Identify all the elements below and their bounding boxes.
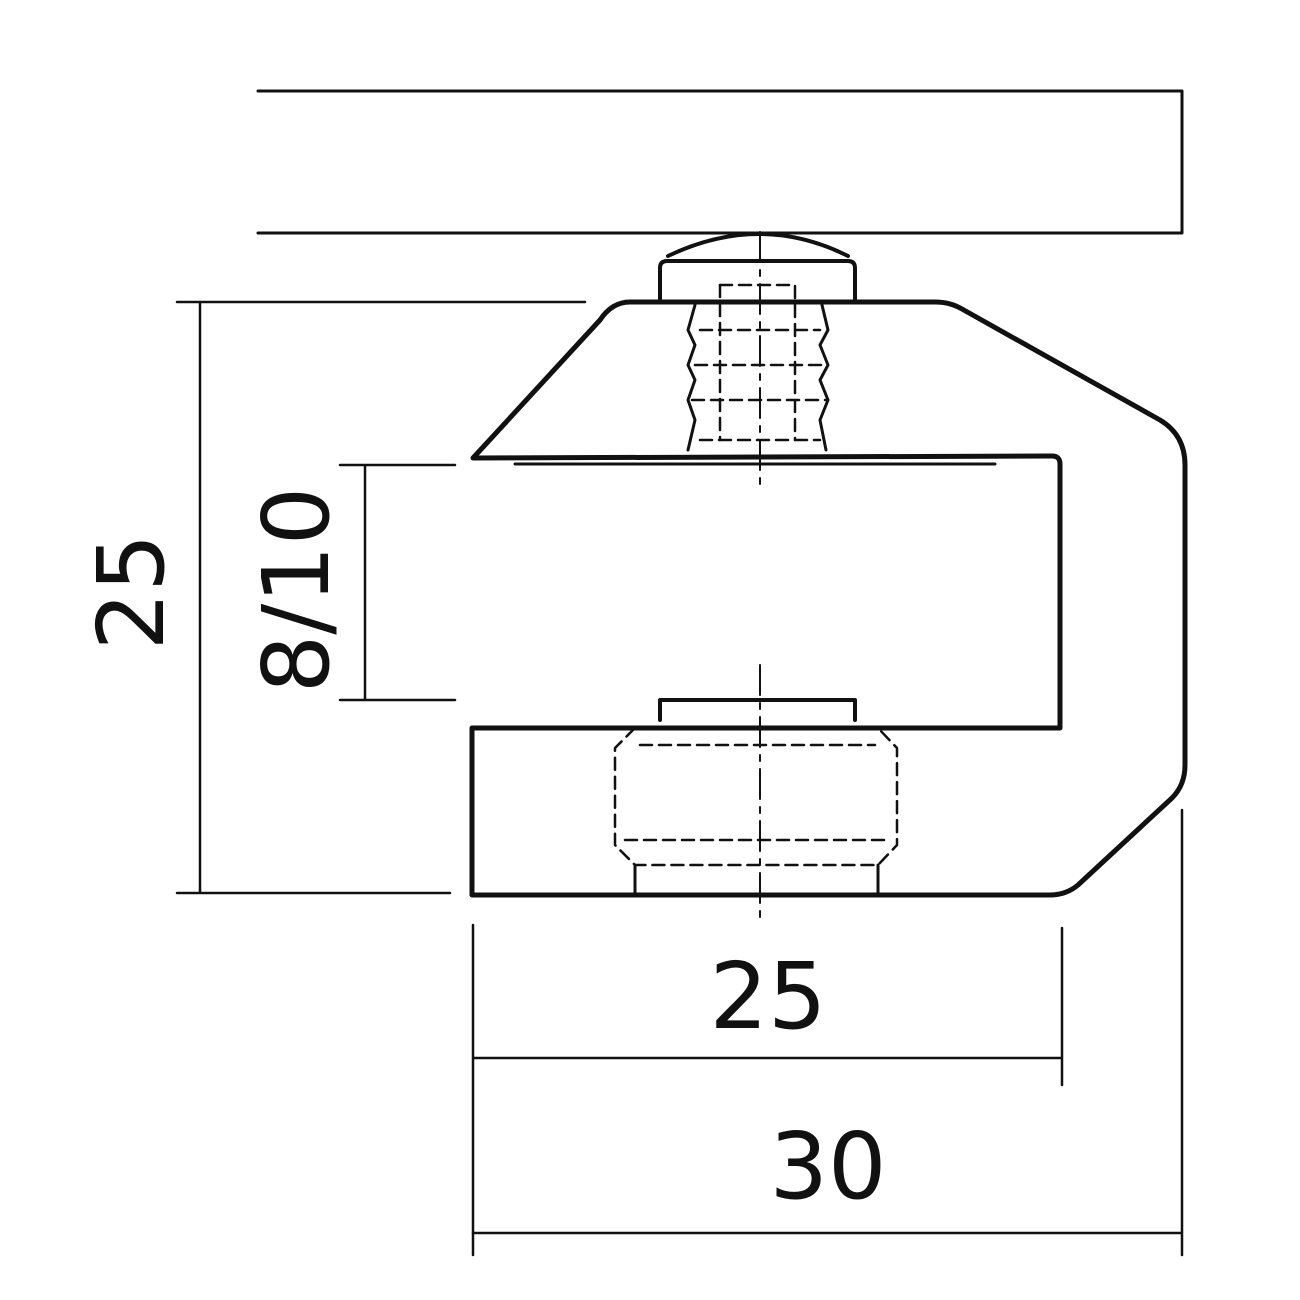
screw-thread	[686, 303, 830, 452]
bottom-nut-hidden	[613, 726, 899, 867]
dim-glass-thickness: 8/10	[243, 487, 350, 694]
clamp-body	[469, 299, 1188, 898]
dim-height-total: 25	[78, 533, 185, 650]
screw-head	[658, 232, 857, 304]
bottom-pad	[658, 698, 857, 722]
dim-depth-total: 30	[769, 1113, 886, 1220]
dimension-lines	[175, 300, 1184, 1257]
bottom-nut	[633, 863, 880, 895]
top-plate	[256, 89, 1184, 235]
dim-depth-inner: 25	[709, 943, 826, 1050]
